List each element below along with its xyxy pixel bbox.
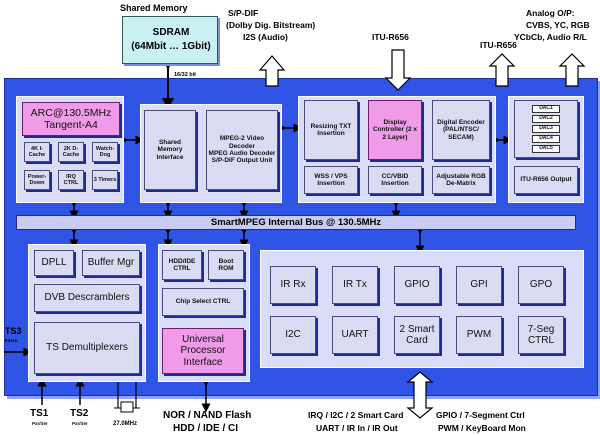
itu-top-label: ITU-R656 (372, 32, 409, 42)
digital-encoder: Digital Encoder (PAL/NTSC/ SECAM) (432, 100, 490, 160)
cpu-watchdog: Watch-Dog (92, 142, 118, 162)
analog-label-2: CVBS, YC, RGB (526, 20, 590, 30)
smart-card: 2 Smart Card (394, 316, 440, 354)
boot-rom: Boot ROM (208, 250, 244, 280)
upi-bottom-label-2: HDD / IDE / CI (173, 423, 239, 434)
dac-5: DAC5 (532, 145, 560, 153)
pwm: PWM (456, 316, 502, 354)
dac-group: DAC1 DAC2 DAC3 DAC4 DAC5 (514, 100, 578, 158)
ts1-label: TS1 (30, 408, 49, 419)
sdram-width-label: 16/32 bit (174, 72, 197, 78)
dvb-descramblers: DVB Descramblers (34, 284, 140, 312)
uart: UART (332, 316, 378, 354)
cpu-icache: 4K I-Cache (24, 142, 50, 162)
ir-rx: IR Rx (270, 266, 316, 304)
periph-bottom-left-2: UART / IR In / IR Out (316, 423, 398, 433)
hdd-ide-controller: HDD/IDE CTRL (162, 250, 202, 280)
analog-label-3: YCbCb, Audio R/L (514, 32, 587, 42)
buffer-manager: Buffer Mgr (82, 250, 140, 276)
mpeg-audio-decoder: MPEG Audio Decoder (208, 150, 276, 157)
cpu-core: ARC@130.5MHz Tangent-A4 (22, 102, 120, 136)
periph-bottom-right-1: GPIO / 7-Segment Ctrl (436, 410, 525, 420)
ts1-sub: Par/Ser (32, 421, 48, 426)
analog-label-1: Analog O/P: (526, 8, 575, 18)
sdram-title: SDRAM (152, 27, 190, 38)
ir-tx: IR Tx (332, 266, 378, 304)
mpeg-video-decoder: MPEG-2 Video Decoder (219, 135, 265, 150)
dac-2: DAC2 (532, 115, 560, 123)
rgb-dematrix: Adjustable RGB De-Matrix (432, 166, 490, 194)
cpu-timers: 3 Timers (92, 170, 118, 190)
i2c: I2C (270, 316, 316, 354)
shared-memory-interface: Shared Memory Interface (144, 110, 196, 190)
dpll: DPLL (34, 250, 74, 276)
periph-bottom-left-1: IRQ / I2C / 2 Smart Card (308, 410, 404, 420)
cpu-irq: IRQ CTRL (58, 170, 84, 190)
universal-processor-interface: Universal Processor Interface (162, 328, 244, 374)
ts3-label: TS3 (5, 326, 22, 336)
wss-vps-insertion: WSS / VPS Insertion (304, 166, 358, 194)
ts3-sub: Intern (5, 338, 18, 343)
clock-label: 27.0MHz (113, 421, 138, 427)
gpio: GPIO (394, 266, 440, 304)
spdif-output-unit: S/P-DIF Output Unit (211, 157, 273, 165)
cpu-powerdown: Power-Down (24, 170, 50, 190)
gpo: GPO (518, 266, 564, 304)
chip-select-controller: Chip Select CTRL (162, 288, 244, 316)
resizing-txt-insertion: Resizing TXT Insertion (304, 100, 358, 160)
spdif-label-1: S/P-DIF (228, 8, 259, 18)
mpeg-decoder: MPEG-2 Video Decoder MPEG Audio Decoder … (206, 110, 278, 190)
seven-seg-controller: 7-Seg CTRL (518, 316, 564, 354)
dac-1: DAC1 (532, 105, 560, 113)
itu-right-label: ITU-R656 (480, 40, 517, 50)
dac-3: DAC3 (532, 125, 560, 133)
ts-demultiplexers: TS Demultiplexers (34, 322, 140, 374)
itu-r656-output: ITU-R656 Output (514, 166, 578, 194)
cc-vbid-insertion: CC/VBID Insertion (368, 166, 422, 194)
display-controller: Display Controller (2 x 2 Layer) (368, 100, 422, 160)
cpu-dcache: 2K D-Cache (58, 142, 84, 162)
ts2-sub: Par/Ser (72, 421, 88, 426)
periph-bottom-right-2: PWM / KeyBoard Mon (438, 423, 526, 433)
spdif-label-3: I2S (Audio) (243, 32, 288, 42)
sdram-box: SDRAM (64Mbit … 1Gbit) (122, 16, 218, 64)
cpu-subtitle: Tangent-A4 (44, 119, 98, 131)
ts2-label: TS2 (70, 408, 89, 419)
sdram-header: Shared Memory (120, 3, 188, 13)
cpu-title: ARC@130.5MHz (30, 106, 112, 119)
internal-bus: SmartMPEG Internal Bus @ 130.5MHz (16, 215, 576, 230)
spdif-label-2: (Dolby Dig. Bitstream) (226, 20, 316, 30)
dac-4: DAC4 (532, 135, 560, 143)
gpi: GPI (456, 266, 502, 304)
upi-bottom-label-1: NOR / NAND Flash (163, 410, 252, 421)
sdram-subtitle: (64Mbit … 1Gbit) (131, 41, 211, 52)
